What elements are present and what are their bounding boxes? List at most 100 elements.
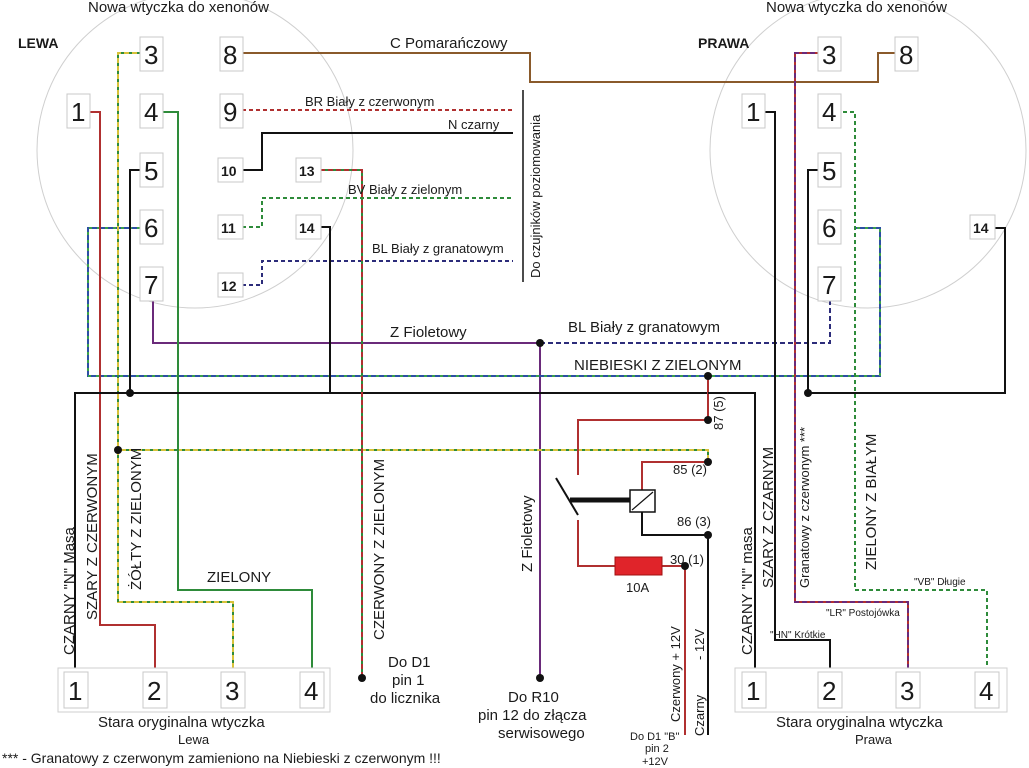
wire-z-violet [152, 298, 540, 344]
fuse-10a [614, 556, 663, 576]
svg-text:14: 14 [973, 220, 989, 236]
label-red-green: CZERWONY Z ZIELONYM [371, 459, 388, 640]
footnote: *** - Granatowy z czerwonym zamieniono n… [2, 750, 441, 766]
left-new-connector: 3 8 1 4 9 5 10 13 6 11 14 12 7 [66, 36, 322, 302]
label-c-orange: C Pomarańczowy [390, 35, 508, 52]
svg-text:3: 3 [822, 40, 836, 70]
label-violet-vert: Z Fioletowy [519, 495, 536, 572]
svg-text:5: 5 [822, 156, 836, 186]
label-bl: BL Biały z granatowym [372, 241, 504, 256]
left-header: Nowa wtyczka do xenonów [88, 0, 269, 16]
svg-text:9: 9 [223, 97, 237, 127]
wire-black-masa [74, 226, 331, 678]
wire-red-green-stripe [317, 169, 363, 678]
old-plug-left-label: Stara oryginalna wtyczka [98, 714, 265, 731]
right-pin-3 [817, 36, 842, 72]
right-side-label: PRAWA [698, 35, 749, 51]
wire-black-masa-right [708, 392, 756, 678]
wire-grey-red [90, 111, 156, 678]
svg-text:8: 8 [223, 40, 237, 70]
old-left-pin-3 [220, 671, 246, 709]
svg-text:7: 7 [822, 270, 836, 300]
svg-text:11: 11 [221, 220, 236, 236]
svg-text:6: 6 [822, 213, 836, 243]
note-r10-line1: Do R10 [508, 689, 559, 706]
wire-87 [577, 376, 709, 475]
note-hn: "HN" Krótkie [770, 630, 826, 641]
wire-n-black [242, 132, 513, 171]
left-pin-1 [66, 93, 91, 129]
note-d1-line2: pin 1 [392, 672, 425, 689]
right-pin-5 [817, 152, 842, 188]
svg-text:3: 3 [144, 40, 158, 70]
label-relay-85: 85 (2) [673, 462, 707, 477]
old-right-pin-4 [974, 671, 1000, 709]
left-pin-12 [217, 272, 244, 298]
left-pin-13 [295, 157, 322, 183]
label-black-masa: CZARNY "N" Masa [61, 526, 78, 655]
svg-text:3: 3 [900, 676, 914, 706]
old-plug-right-sub: Prawa [855, 732, 893, 747]
note-lr: "LR" Postojówka [826, 608, 900, 619]
old-plug-left-pins: 1 2 3 4 [63, 671, 325, 709]
svg-text:4: 4 [304, 676, 318, 706]
label-green: ZIELONY [207, 569, 271, 586]
wire-86 [641, 512, 709, 735]
left-pin-8 [219, 36, 244, 72]
old-left-pin-4 [299, 671, 325, 709]
wire-green-white [843, 111, 988, 678]
left-pin-7 [139, 266, 164, 302]
right-pin-8 [894, 36, 919, 72]
label-leveling: Do czujników poziomowania [528, 114, 543, 278]
old-plug-right-pins: 1 2 3 4 [741, 671, 1000, 709]
note-d1b-line2: pin 2 [645, 743, 669, 755]
old-plug-left-sub: Lewa [178, 732, 210, 747]
right-new-connector: 3 8 1 4 5 6 14 7 [741, 36, 996, 302]
svg-text:1: 1 [71, 97, 85, 127]
wire-c-orange [242, 52, 895, 83]
wire-navy-red [794, 52, 909, 678]
old-left-pin-2 [142, 671, 168, 709]
label-red-plus12: Czerwony + 12V [668, 626, 683, 722]
wire-30-fuse [577, 520, 615, 567]
note-r10-line2: pin 12 do złącza [478, 707, 587, 724]
left-pin-11 [217, 214, 244, 240]
label-n-black: N czarny [448, 117, 500, 132]
svg-text:1: 1 [746, 97, 760, 127]
note-d1-line3: do licznika [370, 690, 441, 707]
wire-blue-green-stripe [87, 227, 881, 377]
note-d1b-line1: Do D1 "B" [630, 731, 679, 743]
left-connector-outline [36, 0, 354, 309]
right-pin-6 [817, 209, 842, 245]
label-br: BR Biały z czerwonym [305, 94, 434, 109]
svg-text:13: 13 [299, 163, 315, 179]
old-right-pin-3 [895, 671, 921, 709]
old-right-pin-1 [741, 671, 767, 709]
label-relay-30: 30 (1) [670, 552, 704, 567]
svg-text:4: 4 [144, 97, 158, 127]
svg-text:4: 4 [822, 97, 836, 127]
wire-yellow-green-stripe [117, 52, 234, 678]
label-black-minus: Czarny [692, 694, 707, 736]
label-bv: BV Biały z zielonym [348, 182, 462, 197]
old-right-pin-2 [817, 671, 843, 709]
relay-switch-contact [555, 477, 579, 516]
wire-bl-right [540, 300, 831, 344]
wire-yellow-green-relay-stripe [118, 449, 709, 462]
left-pin-3 [139, 36, 164, 72]
svg-text:14: 14 [299, 220, 315, 236]
wire-bl [242, 260, 513, 286]
left-pin-9 [219, 93, 244, 129]
label-black-masa-right: CZARNY "N" masa [739, 526, 756, 655]
svg-text:6: 6 [144, 213, 158, 243]
label-blue-green: NIEBIESKI Z ZIELONYM [574, 357, 742, 374]
right-connector-outline [709, 0, 1027, 309]
svg-text:5: 5 [144, 156, 158, 186]
label-relay-86: 86 (3) [677, 514, 711, 529]
svg-text:10: 10 [221, 163, 237, 179]
junction-dots [114, 339, 812, 682]
wire-bv [242, 197, 513, 228]
label-green-white: ZIELONY Z BIAŁYM [863, 434, 880, 570]
old-left-pin-1 [63, 671, 89, 709]
